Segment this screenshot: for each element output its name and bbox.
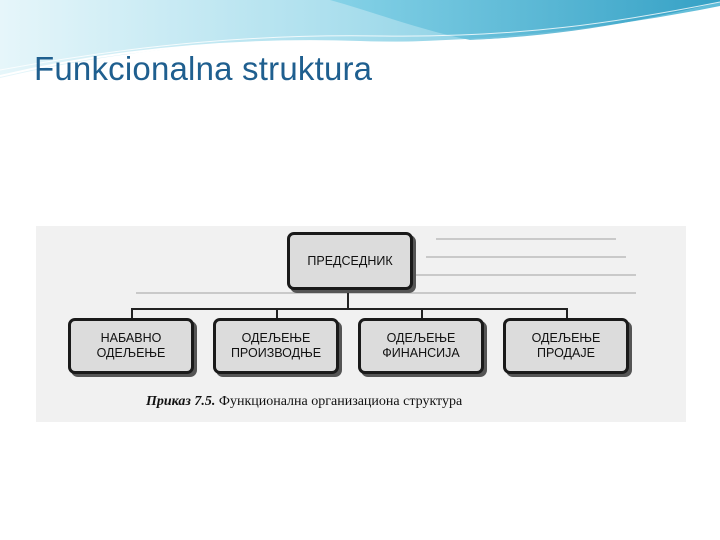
- scan-noise: [436, 238, 616, 240]
- org-node-label: ПРЕДСЕДНИК: [307, 254, 392, 269]
- figure-caption-text: Функционална организациона структура: [219, 394, 462, 409]
- scan-noise: [416, 274, 636, 276]
- org-node-sales: ОДЕЉЕЊЕ ПРОДАЈЕ: [503, 318, 629, 374]
- org-node-label-line2: ОДЕЉЕЊЕ: [97, 346, 166, 361]
- org-node-label-line2: ПРОДАЈЕ: [537, 346, 595, 361]
- org-node-label-line2: ФИНАНСИЈА: [382, 346, 459, 361]
- org-node-president: ПРЕДСЕДНИК: [287, 232, 413, 290]
- org-node-label-line1: НАБАВНО: [101, 331, 162, 346]
- org-node-label-line1: ОДЕЉЕЊЕ: [532, 331, 601, 346]
- slide-title: Funkcionalna struktura: [34, 50, 372, 88]
- figure-caption-number: Приказ 7.5.: [146, 394, 215, 409]
- org-node-finance: ОДЕЉЕЊЕ ФИНАНСИЈА: [358, 318, 484, 374]
- org-node-label-line1: ОДЕЉЕЊЕ: [387, 331, 456, 346]
- org-node-label-line2: ПРОИЗВОДЊЕ: [231, 346, 321, 361]
- org-node-production: ОДЕЉЕЊЕ ПРОИЗВОДЊЕ: [213, 318, 339, 374]
- connector-horizontal: [131, 308, 568, 310]
- org-node-procurement: НАБАВНО ОДЕЉЕЊЕ: [68, 318, 194, 374]
- connector-root-down: [347, 290, 349, 310]
- figure-caption: Приказ 7.5. Функционална организациона с…: [146, 394, 462, 410]
- scan-noise: [136, 292, 636, 294]
- scan-noise: [426, 256, 626, 258]
- org-node-label-line1: ОДЕЉЕЊЕ: [242, 331, 311, 346]
